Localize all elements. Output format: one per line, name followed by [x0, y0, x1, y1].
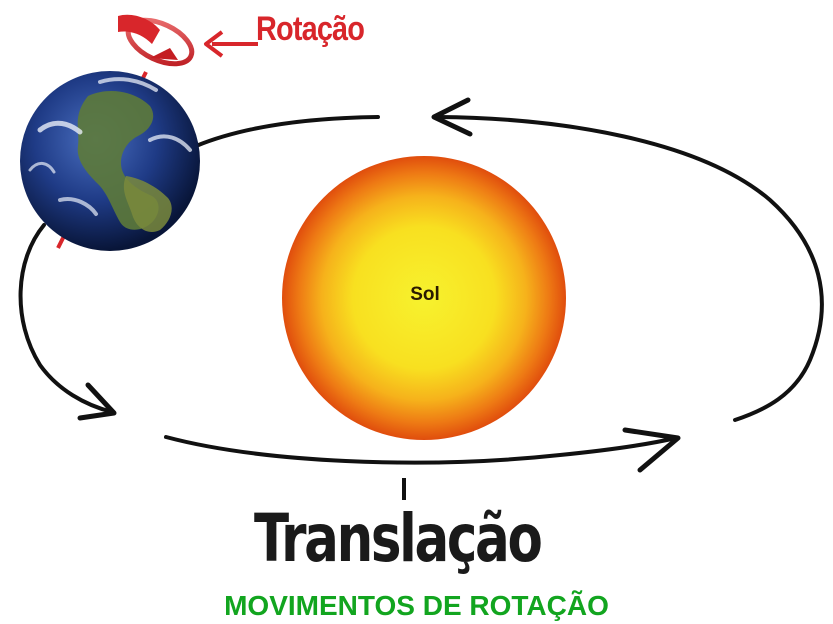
orbit-top-left-arc [194, 115, 380, 148]
rotation-label: Rotação [256, 10, 365, 48]
orbit-top-right-arc [436, 115, 824, 422]
rotation-arrow-icon [118, 14, 195, 67]
orbit-arrow-top [431, 97, 473, 137]
sun-label: Sol [410, 284, 440, 305]
diagram-caption: MOVIMENTOS DE ROTAÇÃO [224, 590, 609, 621]
orbit-bottom-arc [164, 435, 678, 465]
earth-globe-icon [20, 71, 200, 251]
translation-label: Translação [254, 500, 543, 577]
orbit-arrow-bottom [622, 427, 681, 473]
rotation-pointer-arrow [204, 30, 258, 58]
sun-icon [282, 156, 566, 440]
orbit-arrow-left [77, 382, 117, 421]
orbit-left-arc [18, 223, 114, 414]
